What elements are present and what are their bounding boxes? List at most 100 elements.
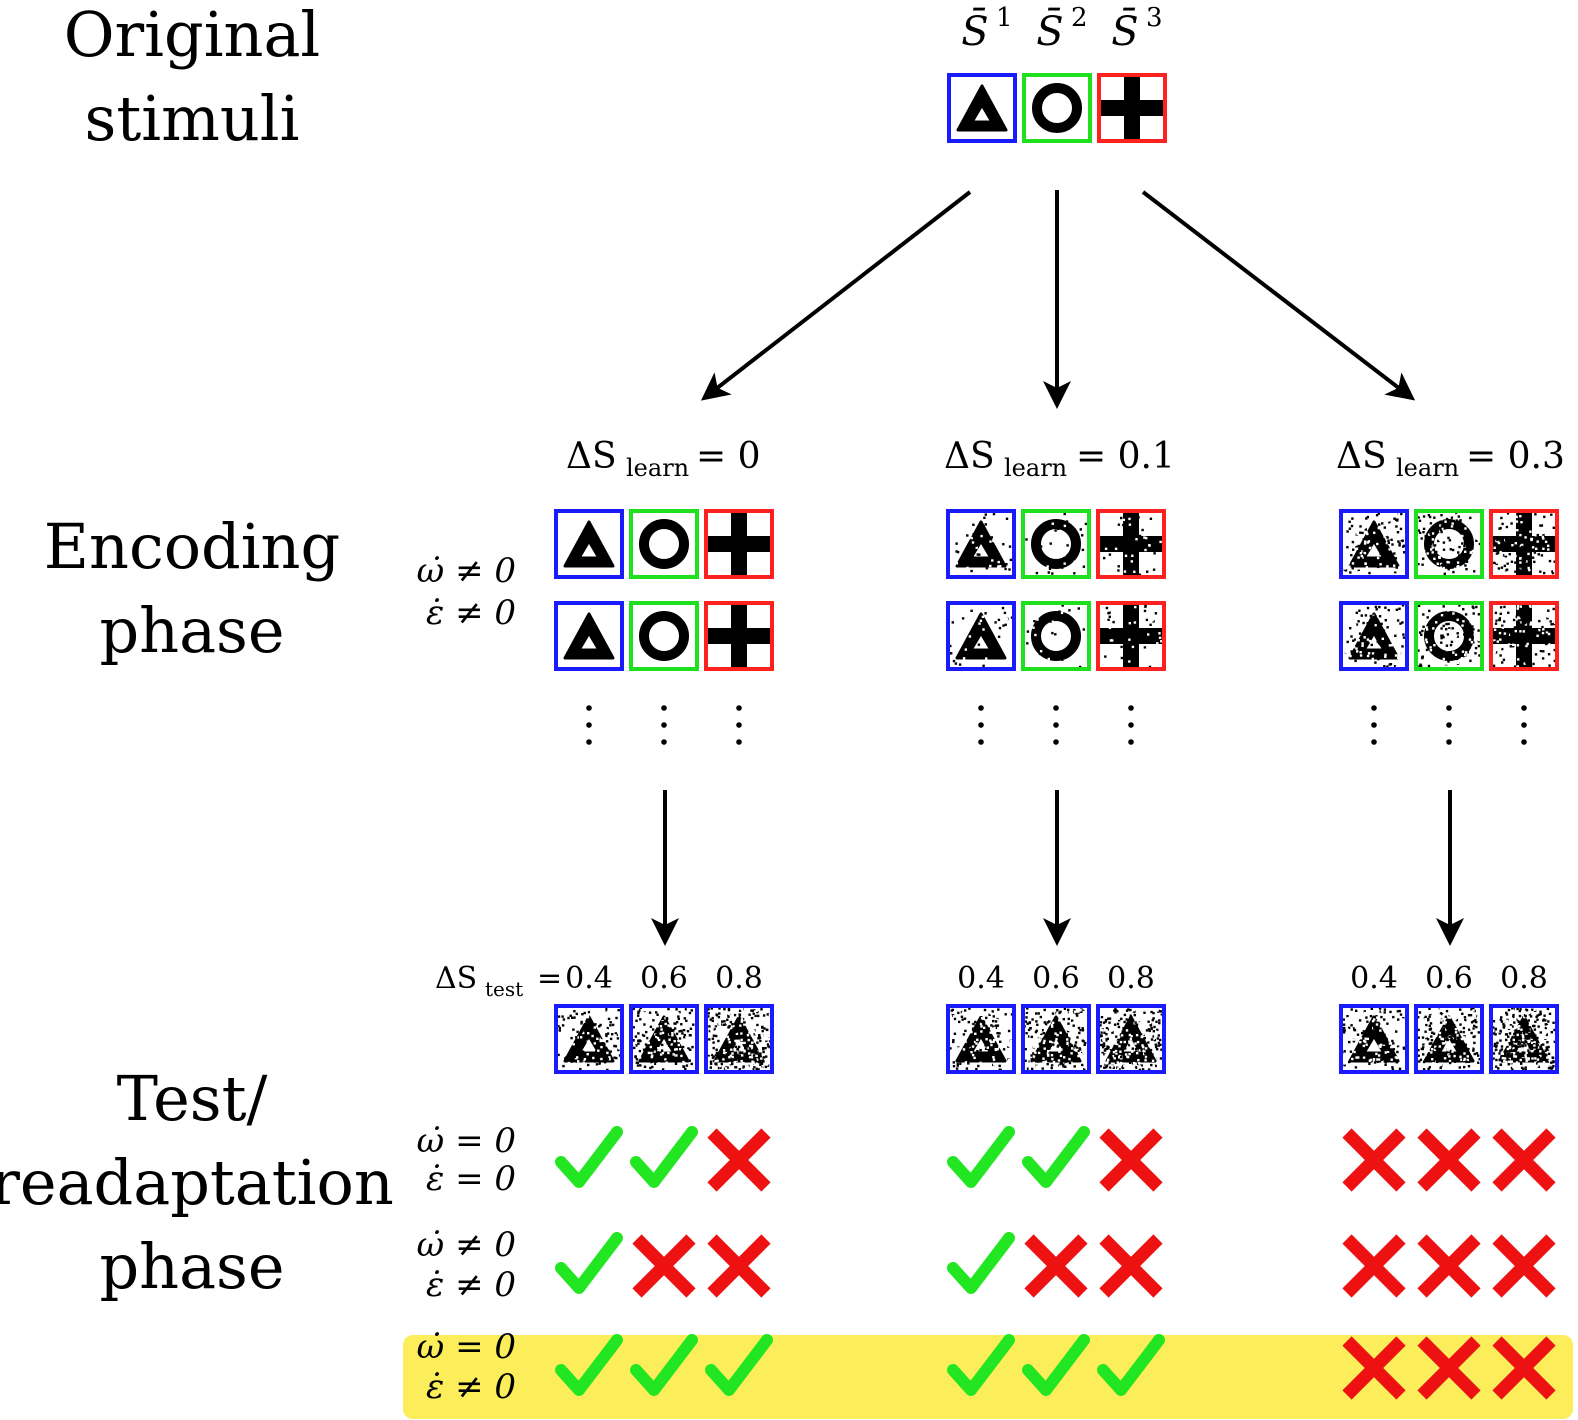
cross-mark — [1492, 1336, 1556, 1400]
ellipsis-dot — [736, 722, 742, 728]
stimulus-symbol: S̄ — [1111, 8, 1138, 55]
stimulus-label-2: S̄ 2 — [1036, 3, 1087, 55]
ellipsis-dot — [661, 739, 667, 745]
test-value-label: 0.8 — [1500, 961, 1548, 996]
learn-subscript: learn — [1396, 454, 1459, 482]
stimulus-index: 2 — [1071, 3, 1088, 33]
encoding-tile-c1-r1-s2 — [629, 509, 699, 579]
encoding-tile-c2-r1-s2 — [1021, 509, 1091, 579]
ellipsis-dot — [978, 705, 984, 711]
test-cond-2-omega: ω̇ ≠ 0 — [417, 1225, 516, 1265]
check-mark — [555, 1126, 623, 1188]
cross-mark — [707, 1128, 771, 1192]
encoding-tile-c3-r1-s1 — [1339, 509, 1409, 579]
test-value-label: 0.8 — [715, 961, 763, 996]
ellipsis-dots — [586, 705, 1527, 745]
test-tile-c1-1 — [554, 1004, 624, 1074]
phase-label-encoding-1: Encoding — [44, 510, 340, 583]
arrow-to-column-1 — [700, 190, 972, 401]
phase-label-encoding-2: phase — [99, 594, 284, 667]
test-value-label: 0.6 — [1425, 961, 1473, 996]
test-tile-c3-3 — [1489, 1004, 1559, 1074]
stimulus-symbol: S̄ — [1036, 8, 1063, 55]
stimulus-index: 1 — [996, 3, 1013, 33]
test-value-label: 0.6 — [1032, 961, 1080, 996]
check-mark — [947, 1126, 1015, 1188]
learn-value: = 0.1 — [1076, 436, 1175, 477]
learn-label-2: ΔS learn = 0.1 — [944, 436, 1175, 482]
encoding-tile-c1-r2-s3 — [704, 601, 774, 671]
encoding-tile-c1-r1-s1 — [554, 509, 624, 579]
cross-mark — [1417, 1128, 1481, 1192]
ellipsis-dot — [661, 705, 667, 711]
learn-symbol: ΔS — [566, 436, 617, 477]
encoding-omega: ω̇ ≠ 0 — [417, 551, 516, 591]
original-stimulus-2 — [1022, 73, 1092, 143]
cross-mark — [1342, 1336, 1406, 1400]
phase-label-test-2: readaptation — [0, 1146, 394, 1219]
test-value-label: 0.6 — [640, 961, 688, 996]
encoding-tile-c3-r1-s2 — [1414, 509, 1484, 579]
test-cond-1-omega: ω̇ = 0 — [417, 1121, 516, 1161]
encoding-epsilon: ε̇ ≠ 0 — [426, 593, 516, 633]
encoding-tile-c2-r1-s1 — [946, 509, 1016, 579]
ellipsis-dot — [1521, 705, 1527, 711]
test-cond-3-omega: ω̇ = 0 — [417, 1327, 516, 1367]
stimulus-label-1: S̄ 1 — [961, 3, 1012, 55]
encoding-tile-c3-r2-s1 — [1339, 601, 1409, 671]
ellipsis-dot — [1128, 722, 1134, 728]
cross-mark — [632, 1234, 696, 1298]
encoding-tile-c3-r2-s2 — [1414, 601, 1484, 671]
phase-label-original-2: stimuli — [85, 82, 300, 155]
test-value-label: 0.8 — [1107, 961, 1155, 996]
learn-subscript: learn — [626, 454, 689, 482]
encoding-tile-c2-r2-s2 — [1021, 601, 1091, 671]
cross-mark — [707, 1234, 771, 1298]
ellipsis-dot — [586, 722, 592, 728]
check-mark — [555, 1334, 623, 1396]
cross-mark — [1492, 1234, 1556, 1298]
check-mark — [947, 1232, 1015, 1294]
phase-label-original-1: Original — [64, 0, 321, 71]
test-tile-c1-3 — [704, 1004, 774, 1074]
test-symbol: ΔS — [435, 961, 477, 996]
ellipsis-dot — [1446, 739, 1452, 745]
stimulus-tiles — [554, 73, 1559, 1074]
encoding-tile-c2-r2-s3 — [1096, 601, 1166, 671]
ellipsis-dot — [1371, 739, 1377, 745]
cross-mark — [1024, 1234, 1088, 1298]
learn-symbol: ΔS — [1336, 436, 1387, 477]
ellipsis-dot — [1128, 739, 1134, 745]
learn-label-3: ΔS learn = 0.3 — [1336, 436, 1565, 482]
learn-value: = 0 — [696, 436, 761, 477]
learn-symbol: ΔS — [944, 436, 995, 477]
check-mark — [555, 1232, 623, 1294]
ellipsis-dot — [661, 722, 667, 728]
ellipsis-dot — [1371, 722, 1377, 728]
test-tile-c2-1 — [946, 1004, 1016, 1074]
ellipsis-dot — [1521, 722, 1527, 728]
phase-label-test-1: Test/ — [117, 1062, 268, 1135]
ellipsis-dot — [1128, 705, 1134, 711]
test-subscript: test — [485, 977, 523, 1001]
test-cond-3-epsilon: ε̇ ≠ 0 — [426, 1367, 516, 1407]
encoding-tile-c2-r1-s3 — [1096, 509, 1166, 579]
cross-mark — [1342, 1128, 1406, 1192]
encoding-tile-c1-r2-s2 — [629, 601, 699, 671]
check-mark — [630, 1334, 698, 1396]
stimulus-index: 3 — [1146, 3, 1163, 33]
check-mark — [1097, 1334, 1165, 1396]
result-marks — [555, 1126, 1556, 1400]
test-cond-2-epsilon: ε̇ ≠ 0 — [426, 1265, 516, 1305]
original-stimulus-1 — [947, 73, 1017, 143]
test-tile-c2-3 — [1096, 1004, 1166, 1074]
cross-mark — [1099, 1234, 1163, 1298]
test-cond-1-epsilon: ε̇ = 0 — [426, 1159, 516, 1199]
ellipsis-dot — [736, 739, 742, 745]
learn-label-1: ΔS learn = 0 — [566, 436, 761, 482]
encoding-tile-c1-r2-s1 — [554, 601, 624, 671]
test-tile-c3-2 — [1414, 1004, 1484, 1074]
check-mark — [947, 1334, 1015, 1396]
cross-mark — [1342, 1234, 1406, 1298]
